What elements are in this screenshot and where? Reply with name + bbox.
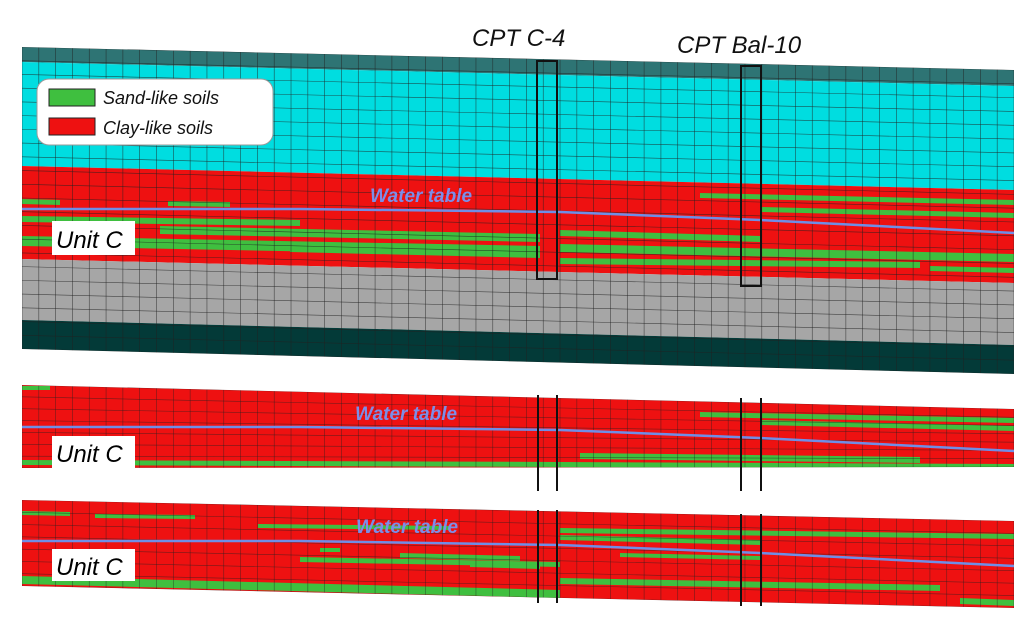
middle-panel-water-table-label: Water table xyxy=(355,404,458,425)
middle-cross-section-panel: Water table Unit C xyxy=(22,385,1014,491)
bottom-panel-water-table-line xyxy=(22,539,1014,568)
sand-lens xyxy=(560,535,760,545)
sand-lens xyxy=(930,266,1014,273)
sand-lens xyxy=(620,553,760,560)
cpt-bal10-marker: CPT Bal-10 xyxy=(677,32,802,287)
bottom-panel-water-table-label: Water table xyxy=(356,517,459,538)
unit-c-label-bottom: Unit C xyxy=(52,549,135,581)
surface-layer xyxy=(22,47,1014,86)
legend-swatch-clay xyxy=(48,117,96,136)
sand-lens xyxy=(320,548,340,552)
legend-box: Sand-like soils Clay-like soils xyxy=(36,78,274,146)
middle-clay-base xyxy=(22,385,1014,468)
sand-lens xyxy=(560,578,940,591)
bottom-dark-layer xyxy=(22,320,1014,374)
sand-lens xyxy=(160,226,540,242)
unit-c-label-bottom-text: Unit C xyxy=(56,554,123,581)
sand-lens xyxy=(560,230,760,242)
legend-swatch-sand xyxy=(48,88,96,107)
bottom-panel-mesh xyxy=(22,500,1014,608)
bottom-cpt-bal10-lines xyxy=(740,514,762,606)
middle-panel-mesh xyxy=(22,385,1014,468)
sand-lens xyxy=(560,528,1014,539)
sand-lens xyxy=(22,216,300,226)
unit-c-label-middle-text: Unit C xyxy=(56,441,123,468)
sand-lens xyxy=(760,420,1014,431)
middle-cpt-bal10-lines xyxy=(740,398,762,491)
sand-lens xyxy=(760,207,1014,218)
sand-lens xyxy=(960,598,1014,606)
bottom-cpt-c4-lines xyxy=(537,510,558,603)
sand-lens xyxy=(560,244,1014,262)
middle-panel-water-table-line xyxy=(22,425,1014,453)
bottom-cross-section-panel: Water table Unit C xyxy=(22,500,1014,608)
legend-item-sand: Sand-like soils xyxy=(48,88,219,108)
legend-label-clay: Clay-like soils xyxy=(103,118,213,138)
legend-item-clay: Clay-like soils xyxy=(48,117,213,138)
cpt-c4-box xyxy=(536,60,558,280)
sand-lens xyxy=(258,524,450,530)
sand-lens xyxy=(22,386,50,390)
cpt-bal10-box xyxy=(740,65,762,287)
sand-lens xyxy=(290,246,540,258)
top-panel-water-table-line xyxy=(22,207,1014,235)
sand-lens xyxy=(470,563,540,569)
sand-lens xyxy=(22,199,60,205)
legend-label-sand: Sand-like soils xyxy=(103,88,219,108)
top-panel-water-table-label: Water table xyxy=(370,186,473,207)
sand-lens xyxy=(400,553,520,561)
top-cross-section-panel: Water table Unit C Sand-like soils Clay-… xyxy=(22,25,1014,374)
unit-c-label-top-text: Unit C xyxy=(56,227,123,254)
unit-c-label-middle: Unit C xyxy=(52,436,135,468)
gray-layer xyxy=(22,259,1014,345)
unit-c-label-top: Unit C xyxy=(52,221,135,255)
cpt-c4-marker: CPT C-4 xyxy=(472,25,565,280)
middle-cpt-c4-lines xyxy=(537,395,558,491)
cpt-c4-label: CPT C-4 xyxy=(472,25,565,52)
cpt-bal10-label: CPT Bal-10 xyxy=(677,32,802,59)
